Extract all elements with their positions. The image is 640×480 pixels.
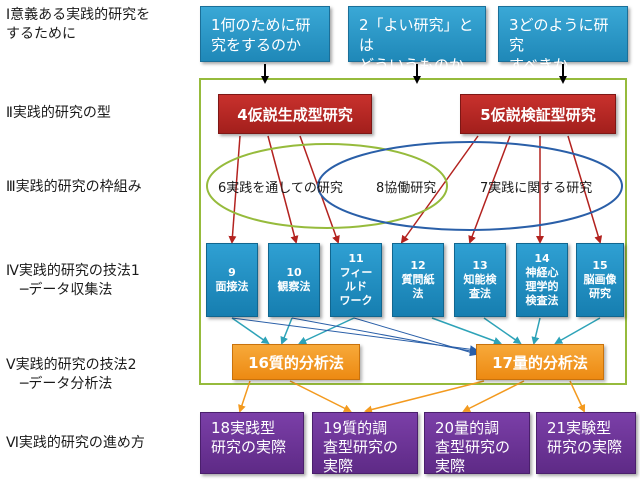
framework-ellipse-about-practice bbox=[317, 141, 623, 231]
technique-questionnaire: 12 質問紙 法 bbox=[392, 243, 444, 317]
qualitative-analysis-box: 16質的分析法 bbox=[232, 344, 360, 380]
framework-ellipse-through-practice bbox=[206, 143, 448, 229]
framework-through-practice: 6実践を通しての研究 bbox=[218, 181, 343, 196]
approach-quantitative-survey: 20量的調 査型研究の 実際 bbox=[424, 412, 530, 475]
analysis-to-approach-arrows bbox=[238, 380, 586, 414]
technique-fieldwork: 11 フィー ルド ワーク bbox=[330, 243, 382, 317]
question-box-why: 1何のために研 究をするのか bbox=[200, 6, 330, 62]
technique-intelligence-test: 13 知能検 査法 bbox=[454, 243, 506, 317]
row-label-purpose: Ⅰ意義ある実践的研究を するために bbox=[6, 7, 151, 42]
technique-to-analysis-arrows bbox=[231, 317, 601, 345]
technique-interview: 9 面接法 bbox=[206, 243, 258, 317]
quantitative-analysis-box: 17量的分析法 bbox=[476, 344, 604, 380]
question-arrows bbox=[261, 64, 567, 84]
framework-collaborative: 8協働研究 bbox=[376, 181, 437, 196]
approach-experimental: 21実験型 研究の実際 bbox=[536, 412, 636, 474]
technique-observation: 10 観察法 bbox=[268, 243, 320, 317]
row-label-data-analysis: Ⅴ実践的研究の技法2 ─データ分析法 bbox=[6, 357, 137, 392]
hypothesis-testing-box: 5仮説検証型研究 bbox=[460, 94, 616, 134]
row-label-research-type: Ⅱ実践的研究の型 bbox=[6, 105, 111, 121]
framework-about-practice: 7実践に関する研究 bbox=[480, 181, 593, 196]
technique-brain-imaging: 15 脳画像 研究 bbox=[576, 243, 624, 317]
approach-practical: 18実践型 研究の実際 bbox=[200, 412, 304, 474]
technique-to-quantitative-arrows bbox=[231, 317, 478, 357]
technique-neuropsych-test: 14 神経心 理学的 検査法 bbox=[516, 243, 568, 317]
row-label-approach: Ⅵ実践的研究の進め方 bbox=[6, 435, 145, 451]
row-label-framework: Ⅲ実践的研究の枠組み bbox=[6, 179, 142, 195]
approach-qualitative-survey: 19質的調 査型研究の 実際 bbox=[312, 412, 418, 475]
hypothesis-generating-box: 4仮説生成型研究 bbox=[218, 94, 372, 134]
row-label-data-collection: Ⅳ実践的研究の技法1 ─データ収集法 bbox=[6, 263, 140, 298]
